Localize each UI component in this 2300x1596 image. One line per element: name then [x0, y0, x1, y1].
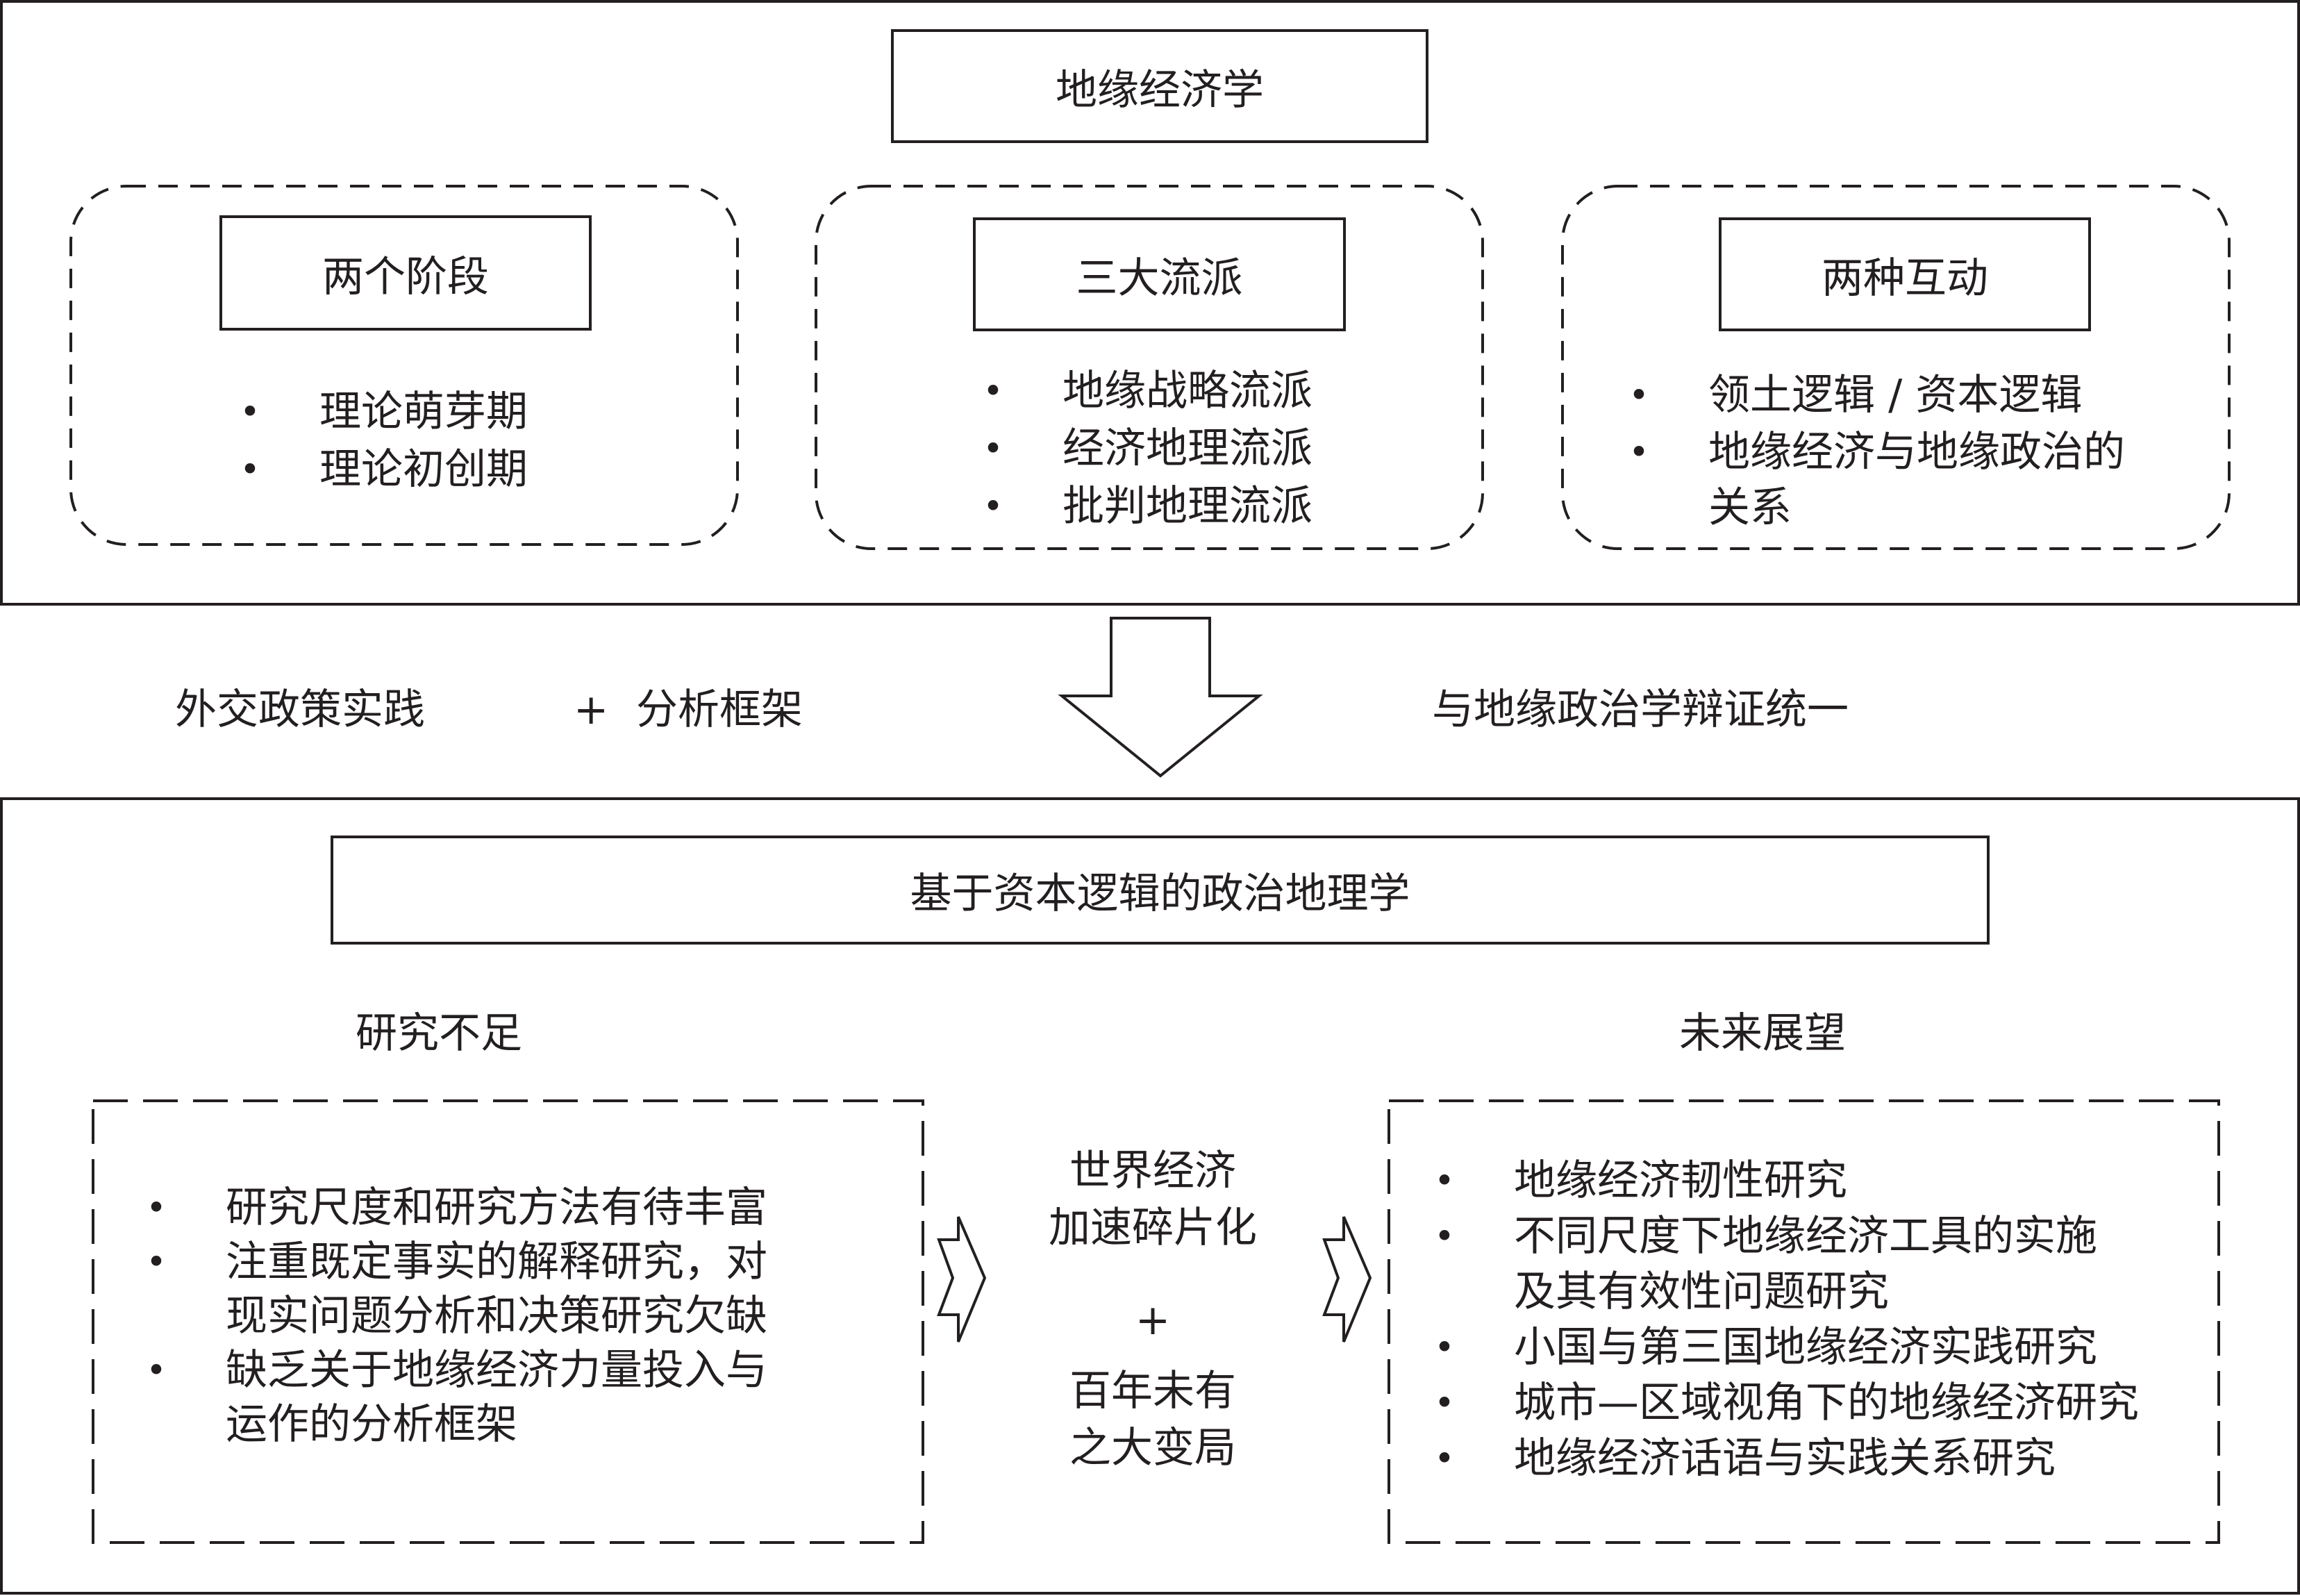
- group-heading-interactions: 两种互动: [1822, 253, 1988, 303]
- transition-right: 与地缘政治学辩证统一: [1432, 685, 1849, 734]
- group-heading-schools: 三大流派: [1076, 253, 1243, 303]
- list-item: 经济地理流派: [979, 420, 1312, 478]
- outlook-list: 地缘经济韧性研究 不同尺度下地缘经济工具的实施 及其有效性问题研究 小国与第三国…: [1431, 1153, 2139, 1486]
- deficiency-frame: [92, 1099, 924, 1544]
- group-frame-stages: [69, 185, 739, 546]
- list-item: 不同尺度下地缘经济工具的实施 及其有效性问题研究: [1431, 1208, 2139, 1320]
- schools-list: 地缘战略流派 经济地理流派 批判地理流派: [979, 363, 1312, 535]
- group-heading-box-schools: [973, 217, 1346, 331]
- list-item: 地缘经济与地缘政治的 关系: [1625, 424, 2125, 535]
- group-heading-box-stages: [219, 215, 592, 331]
- top-title-box: [891, 29, 1428, 143]
- transition-plus: +: [574, 685, 609, 734]
- down-arrow: [1058, 617, 1263, 778]
- list-item: 小国与第三国地缘经济实践研究: [1431, 1320, 2139, 1375]
- list-item: 注重既定事实的解释研究，对 现实问题分析和决策研究欠缺: [142, 1235, 767, 1343]
- bottom-section-frame: [0, 797, 2300, 1595]
- stages-list: 理论萌芽期 理论初创期: [236, 383, 528, 499]
- bottom-title-box: [331, 836, 1990, 945]
- list-item: 地缘经济韧性研究: [1431, 1153, 2139, 1208]
- interactions-list: 领土逻辑 / 资本逻辑 地缘经济与地缘政治的 关系: [1625, 367, 2125, 535]
- deficiency-list: 研究尺度和研究方法有待丰富 注重既定事实的解释研究，对 现实问题分析和决策研究欠…: [142, 1181, 767, 1452]
- outlook-heading: 未来展望: [1679, 1009, 1846, 1058]
- bottom-title: 基于资本逻辑的政治地理学: [910, 870, 1410, 918]
- middle-driver-bottom: 百年未有 之大变局: [1069, 1367, 1236, 1472]
- group-heading-box-interactions: [1719, 217, 2091, 331]
- middle-driver-top: 世界经济 加速碎片化: [1049, 1147, 1257, 1252]
- top-section-frame: [0, 0, 2300, 606]
- group-frame-interactions: [1561, 185, 2231, 550]
- list-item: 批判地理流派: [979, 478, 1312, 535]
- deficiency-heading: 研究不足: [356, 1009, 522, 1058]
- group-heading-stages: 两个阶段: [322, 252, 489, 301]
- right-arrow-right: [1322, 1216, 1372, 1343]
- list-item: 领土逻辑 / 资本逻辑: [1625, 367, 2125, 424]
- outlook-frame: [1388, 1099, 2220, 1544]
- middle-plus: +: [1135, 1296, 1171, 1345]
- list-item: 城市—区域视角下的地缘经济研究: [1431, 1375, 2139, 1431]
- list-item: 研究尺度和研究方法有待丰富: [142, 1181, 767, 1235]
- list-item: 理论萌芽期: [236, 383, 528, 441]
- transition-left-a: 外交政策实践: [175, 685, 425, 734]
- list-item: 地缘经济话语与实践关系研究: [1431, 1431, 2139, 1486]
- top-title: 地缘经济学: [1056, 65, 1264, 115]
- right-arrow-left: [937, 1216, 987, 1343]
- list-item: 地缘战略流派: [979, 363, 1312, 420]
- transition-left-b: 分析框架: [636, 685, 803, 734]
- list-item: 缺乏关于地缘经济力量投入与 运作的分析框架: [142, 1343, 767, 1452]
- list-item: 理论初创期: [236, 441, 528, 499]
- group-frame-schools: [815, 185, 1484, 550]
